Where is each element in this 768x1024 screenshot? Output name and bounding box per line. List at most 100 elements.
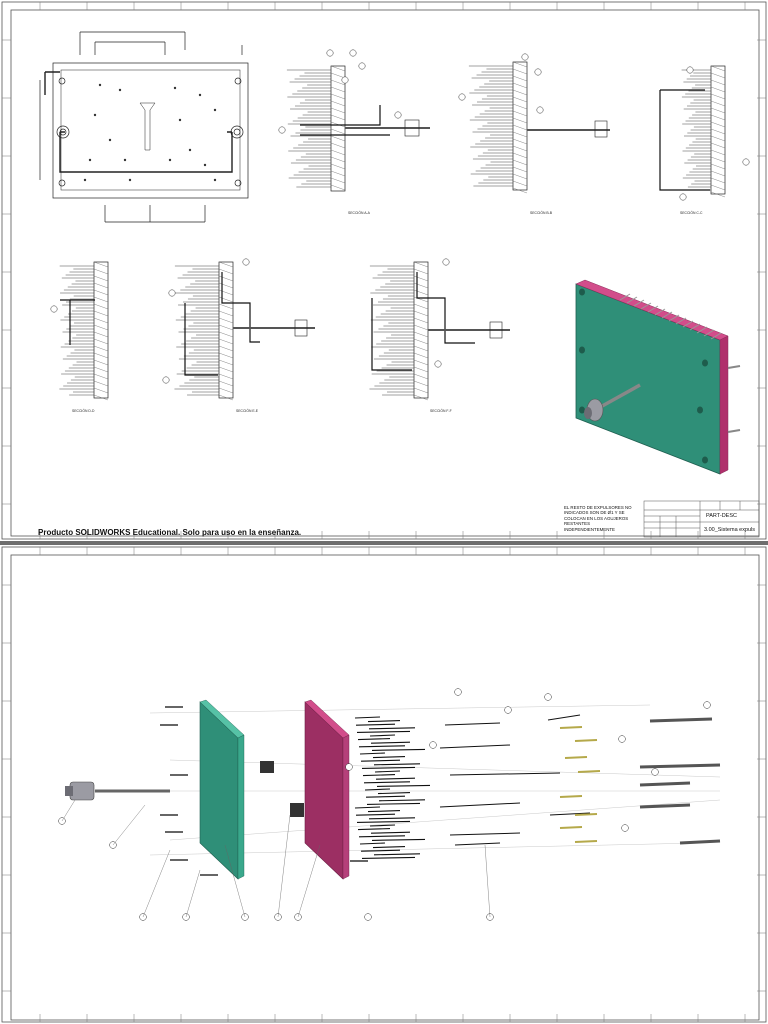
- hatch-line: [218, 324, 234, 331]
- hatch-line: [710, 163, 726, 170]
- explode-guide: [169, 799, 721, 841]
- hatch-line: [512, 68, 528, 75]
- callout-balloon: [703, 701, 711, 709]
- hatch-line: [218, 345, 234, 352]
- hatch-line: [413, 373, 429, 380]
- title-block: [643, 500, 760, 538]
- ejector-pin: [370, 831, 411, 834]
- callout-balloon: [651, 768, 659, 776]
- hatch-line: [710, 79, 726, 86]
- ejector-pin: [367, 720, 401, 723]
- section-path: [300, 105, 390, 136]
- sleeve-pin: [577, 770, 601, 773]
- teal-ejector-plate: [199, 699, 245, 880]
- ejector-pin: [366, 802, 421, 805]
- hatch-line: [218, 338, 234, 345]
- ejector-pin: [689, 323, 701, 331]
- section-plate: [93, 261, 109, 399]
- ejector-pin: [710, 332, 722, 340]
- ejector-rod-icon: [65, 781, 170, 801]
- ejector-pin: [703, 329, 715, 337]
- section-plate: [413, 261, 429, 399]
- ejector-pin: [374, 770, 401, 773]
- hatch-line: [512, 159, 528, 166]
- hole-mark: [213, 178, 217, 182]
- ejector-pin: [682, 320, 694, 328]
- hole-mark: [188, 148, 192, 152]
- section-label-aa: SECCIÓN A-A: [348, 211, 370, 215]
- hatch-line: [512, 152, 528, 159]
- hatch-line: [710, 65, 726, 72]
- callout-balloon: [168, 289, 176, 297]
- section-label-cc: SECCIÓN C-C: [680, 211, 703, 215]
- hatch-line: [330, 128, 346, 135]
- hole-mark: [88, 158, 92, 162]
- hatch-line: [710, 149, 726, 156]
- plate-hole: [702, 456, 708, 464]
- ejector-pin: [444, 722, 501, 726]
- callout-balloon: [686, 66, 694, 74]
- ejector-pin: [368, 727, 416, 730]
- ejector-pin: [359, 752, 386, 755]
- hatch-line: [330, 79, 346, 86]
- hatch-line: [512, 180, 528, 187]
- ejector-note: EL RESTO DE EXPULSORES NO INDICADOS SON …: [564, 505, 638, 532]
- ejector-pin: [355, 723, 396, 726]
- hatch-line: [710, 93, 726, 100]
- hatch-line: [218, 366, 234, 373]
- sleeve-pin: [559, 795, 583, 798]
- hatch-line: [218, 331, 234, 338]
- section-path: [371, 272, 475, 371]
- hole-mark: [203, 163, 207, 167]
- magenta-retainer-plate: [304, 699, 350, 880]
- hatch-line: [710, 121, 726, 128]
- hatch-line: [330, 107, 346, 114]
- note-line-1: EL RESTO DE EXPULSORES NO: [564, 505, 632, 510]
- ejector-pin: [661, 311, 673, 319]
- hole-mark: [128, 178, 132, 182]
- leader-line: [484, 844, 491, 918]
- hatch-line: [93, 380, 109, 387]
- hatch-line: [512, 110, 528, 117]
- leader-line: [297, 844, 321, 918]
- ejector-pin: [372, 756, 406, 759]
- plate-hole: [579, 346, 585, 354]
- hatch-line: [330, 72, 346, 79]
- sleeve-pin: [574, 813, 598, 816]
- section-path: [659, 89, 710, 191]
- hatch-line: [218, 352, 234, 359]
- callout-balloon: [544, 693, 552, 701]
- exploded-assembly-icon: [1, 546, 767, 1023]
- guide-pin: [727, 429, 741, 433]
- section-plate: [330, 65, 346, 192]
- ejector-pin: [378, 799, 426, 802]
- hatch-line: [93, 296, 109, 303]
- ejector-pin: [369, 734, 396, 737]
- ejector-pin: [439, 744, 511, 749]
- ejector-pin: [449, 772, 561, 776]
- hatch-line: [710, 135, 726, 142]
- hatch-line: [512, 138, 528, 145]
- hatch-line: [710, 177, 726, 184]
- ejector-pin: [363, 781, 411, 784]
- callout-balloon: [458, 93, 466, 101]
- ejector-pin: [376, 784, 431, 787]
- hatch-line: [413, 275, 429, 282]
- ejector-pin: [371, 748, 426, 751]
- callout-balloon: [345, 763, 353, 771]
- ejector-plate-iso-icon: [575, 279, 741, 475]
- ejector-pin: [371, 838, 426, 841]
- hatch-line: [330, 156, 346, 163]
- ejector-pin: [619, 293, 631, 301]
- hatch-line: [218, 275, 234, 282]
- callout-balloon: [278, 126, 286, 134]
- ejector-pin: [377, 792, 411, 795]
- hatch-line: [710, 170, 726, 177]
- hatch-line: [512, 131, 528, 138]
- hatch-line: [93, 324, 109, 331]
- hatch-line: [413, 345, 429, 352]
- ejector-pin: [454, 842, 501, 846]
- ejector-pin: [375, 777, 416, 780]
- hatch-line: [93, 366, 109, 373]
- section-label-ff: SECCIÓN F-F: [430, 409, 452, 413]
